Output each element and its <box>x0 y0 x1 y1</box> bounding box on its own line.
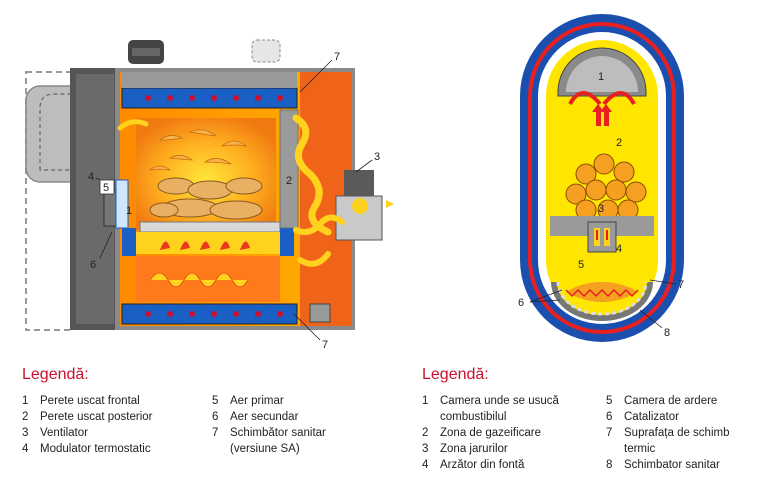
callout-r6: 6 <box>518 297 524 309</box>
legend-item: combustibilul <box>440 411 507 423</box>
callout-3: 3 <box>374 151 380 163</box>
cast-iron-burner <box>587 221 617 253</box>
callout-5: 5 <box>103 182 109 194</box>
callout-r2: 2 <box>616 137 622 149</box>
flue-gas-path <box>292 114 332 236</box>
callout-r3: 3 <box>598 203 604 215</box>
callout-1: 1 <box>126 205 132 217</box>
callout-7-top: 7 <box>334 51 340 63</box>
callout-r1: 1 <box>598 71 604 83</box>
legend-item: (versiune SA) <box>230 443 300 455</box>
boiler-cross-section-diagram: 7 2 3 4 5 1 6 7 <box>25 39 394 350</box>
optional-module-outline <box>251 39 281 63</box>
legend-right-title: Legendă: <box>422 366 489 383</box>
rear-dry-wall <box>279 109 299 229</box>
callout-2: 2 <box>286 175 292 187</box>
callout-r4: 4 <box>616 243 622 255</box>
callout-7-bottom: 7 <box>322 339 328 350</box>
bottom-water-channel <box>121 303 298 325</box>
legend-item: termic <box>624 443 656 455</box>
callout-r7: 7 <box>678 279 684 291</box>
callout-4: 4 <box>88 171 94 183</box>
callout-6: 6 <box>90 259 96 271</box>
callout-r8: 8 <box>664 327 670 339</box>
callout-r5: 5 <box>578 259 584 271</box>
open-door-outline <box>25 71 75 331</box>
gasification-zone <box>546 40 658 316</box>
combustion-chamber-lower <box>566 252 638 302</box>
legend-left-title: Legendă: <box>22 366 89 383</box>
gasification-capsule-diagram: 1 2 3 4 5 6 7 8 <box>518 14 684 342</box>
ember-zone <box>565 153 647 221</box>
